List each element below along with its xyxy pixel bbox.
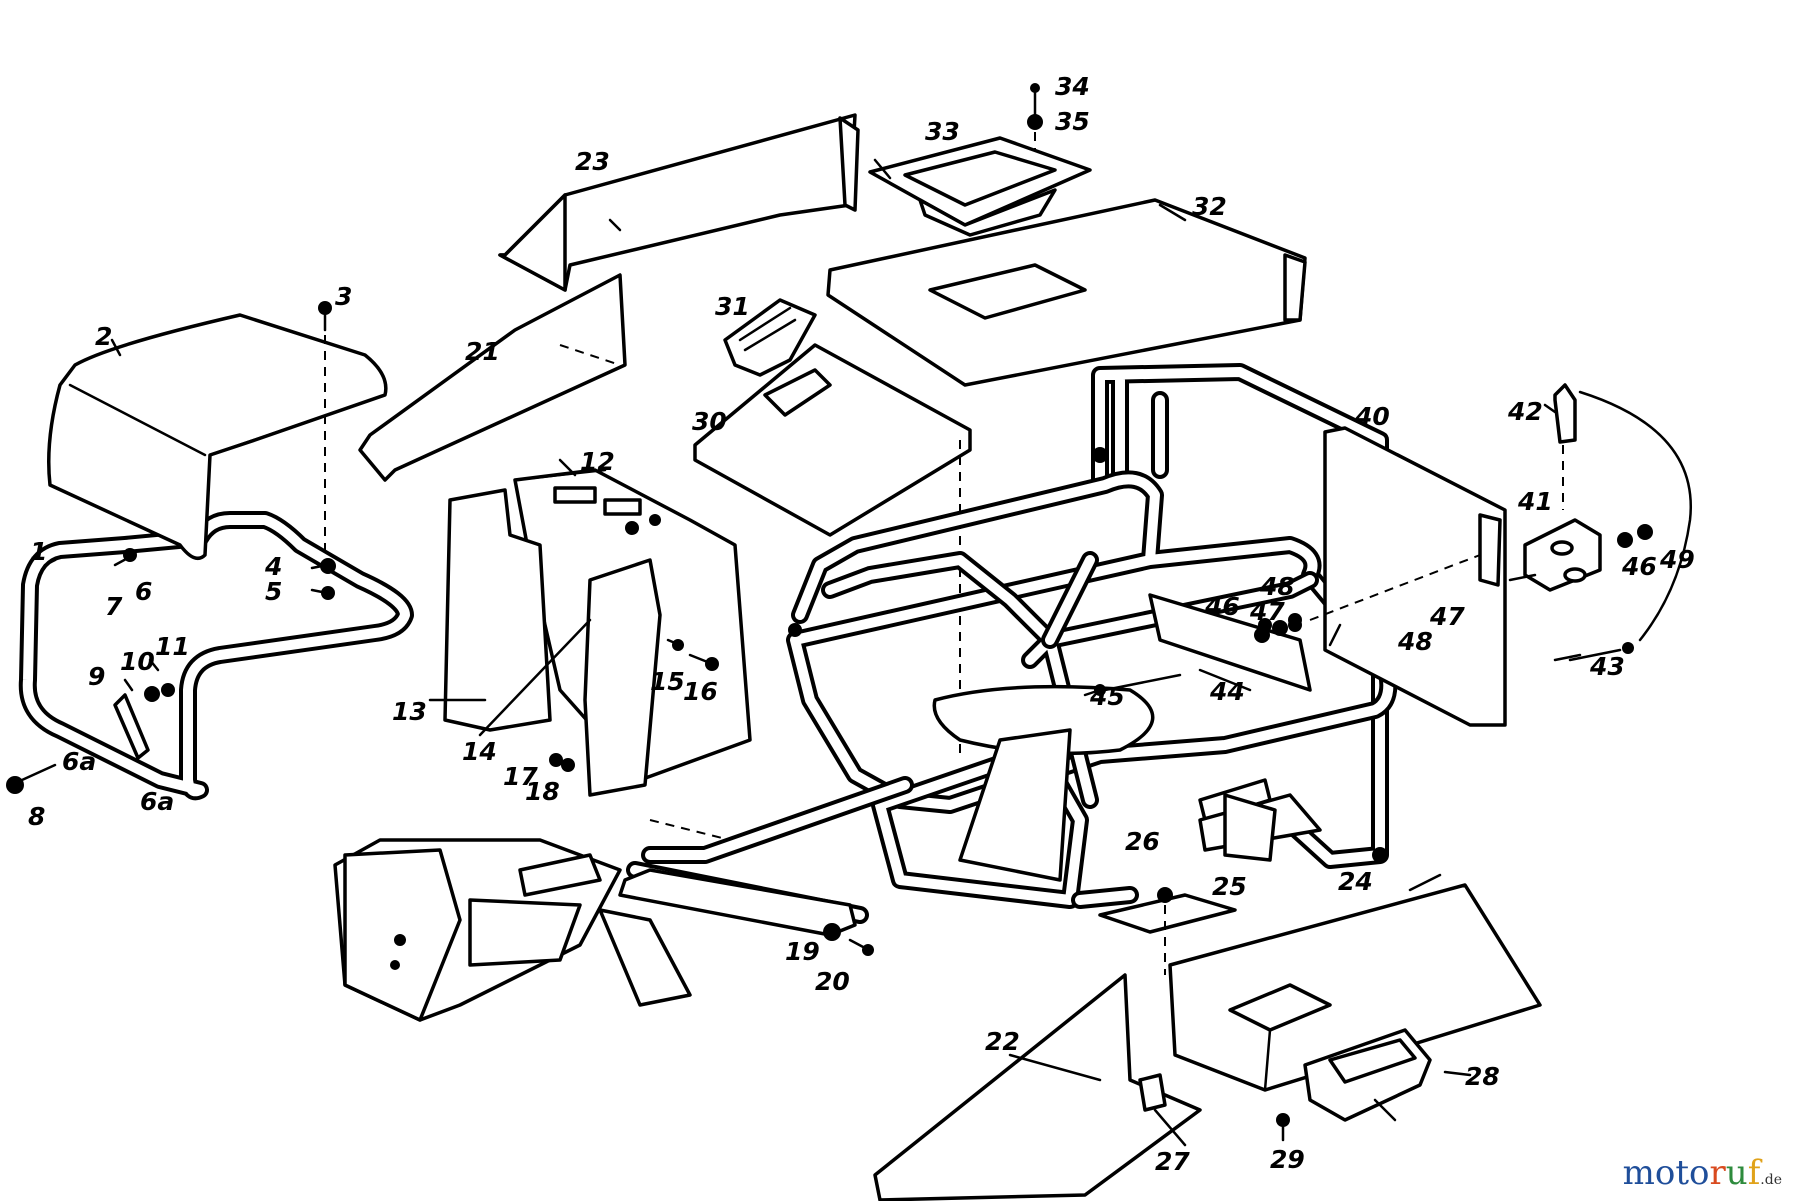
label-26: 26 <box>1125 827 1160 856</box>
watermark-logo: motoruf.de <box>1622 1153 1782 1193</box>
label-35: 35 <box>1055 107 1090 136</box>
label-8: 8 <box>28 802 45 831</box>
label-12: 12 <box>580 447 615 476</box>
side-panel-13 <box>443 488 552 732</box>
label-16: 16 <box>683 677 718 706</box>
label-28: 28 <box>1465 1062 1500 1091</box>
panel-14 <box>583 558 662 797</box>
label-24: 24 <box>1338 867 1373 896</box>
label-44: 44 <box>1209 677 1245 706</box>
label-21: 21 <box>465 337 500 366</box>
bracket-9 <box>113 693 150 760</box>
leader-lines <box>43 158 1582 1147</box>
side-panel-22 <box>873 973 1202 1201</box>
floor-plate-30 <box>693 343 972 760</box>
hood-cover <box>47 313 388 561</box>
label-20: 20 <box>815 967 850 996</box>
label-11: 11 <box>155 632 190 661</box>
label-7: 7 <box>105 592 123 621</box>
label-31: 31 <box>715 292 750 321</box>
label-25: 25 <box>1212 872 1247 901</box>
fasteners-19-20 <box>823 923 874 956</box>
handle-28 <box>1303 1028 1432 1122</box>
label-46-a: 46 <box>1204 592 1240 621</box>
label-1: 1 <box>30 537 47 566</box>
fasteners-34-35 <box>1027 83 1043 150</box>
fastener-29 <box>1276 1113 1290 1142</box>
clip-27 <box>1138 1073 1167 1112</box>
label-6: 6 <box>135 577 152 606</box>
label-19: 19 <box>785 937 820 966</box>
label-23: 23 <box>575 147 610 176</box>
label-17: 17 <box>503 762 538 791</box>
pedal-pad-31 <box>723 298 817 377</box>
label-3: 3 <box>335 282 352 311</box>
label-2: 2 <box>95 322 112 351</box>
label-14: 14 <box>462 737 497 766</box>
label-47-a: 47 <box>1249 597 1285 626</box>
hitch-41-42-43 <box>1523 383 1693 662</box>
label-6a-2: 6a <box>140 787 174 816</box>
label-45: 45 <box>1089 682 1125 711</box>
label-6a-1: 6a <box>62 747 96 776</box>
tray-33 <box>868 136 1092 237</box>
label-9: 9 <box>88 662 105 691</box>
label-48-a: 48 <box>1259 572 1295 601</box>
label-10: 10 <box>120 647 155 676</box>
side-panel-21 <box>358 273 627 482</box>
label-15: 15 <box>650 667 685 696</box>
label-42: 42 <box>1507 397 1543 426</box>
part-labels: 1 2 3 4 5 6 7 8 9 10 11 6a 6a 12 13 14 1… <box>28 72 1695 1176</box>
label-40: 40 <box>1354 402 1390 431</box>
label-49: 49 <box>1659 545 1695 574</box>
plate-25-26 <box>1098 887 1237 975</box>
label-32: 32 <box>1192 192 1227 221</box>
label-29: 29 <box>1270 1145 1305 1174</box>
label-41: 41 <box>1517 487 1553 516</box>
label-46-b: 46 <box>1621 552 1657 581</box>
fasteners-15-18 <box>549 638 719 772</box>
label-4: 4 <box>264 552 282 581</box>
label-5: 5 <box>265 577 282 606</box>
label-43: 43 <box>1589 652 1625 681</box>
label-47-b: 47 <box>1429 602 1465 631</box>
bumper-tube <box>18 511 414 801</box>
rear-cover-23 <box>498 113 860 292</box>
label-22: 22 <box>985 1027 1020 1056</box>
label-30: 30 <box>692 407 727 436</box>
label-18: 18 <box>525 777 560 806</box>
label-48-b: 48 <box>1397 627 1433 656</box>
seat-cover-32 <box>826 198 1307 387</box>
rear-plate-40 <box>1323 426 1507 727</box>
fasteners-46-49-mid <box>1254 554 1481 643</box>
label-33: 33 <box>925 117 960 146</box>
fasteners-left <box>6 301 336 794</box>
label-13: 13 <box>392 697 427 726</box>
label-34: 34 <box>1055 72 1090 101</box>
front-axle-housing <box>333 819 857 1022</box>
label-27: 27 <box>1155 1147 1190 1176</box>
